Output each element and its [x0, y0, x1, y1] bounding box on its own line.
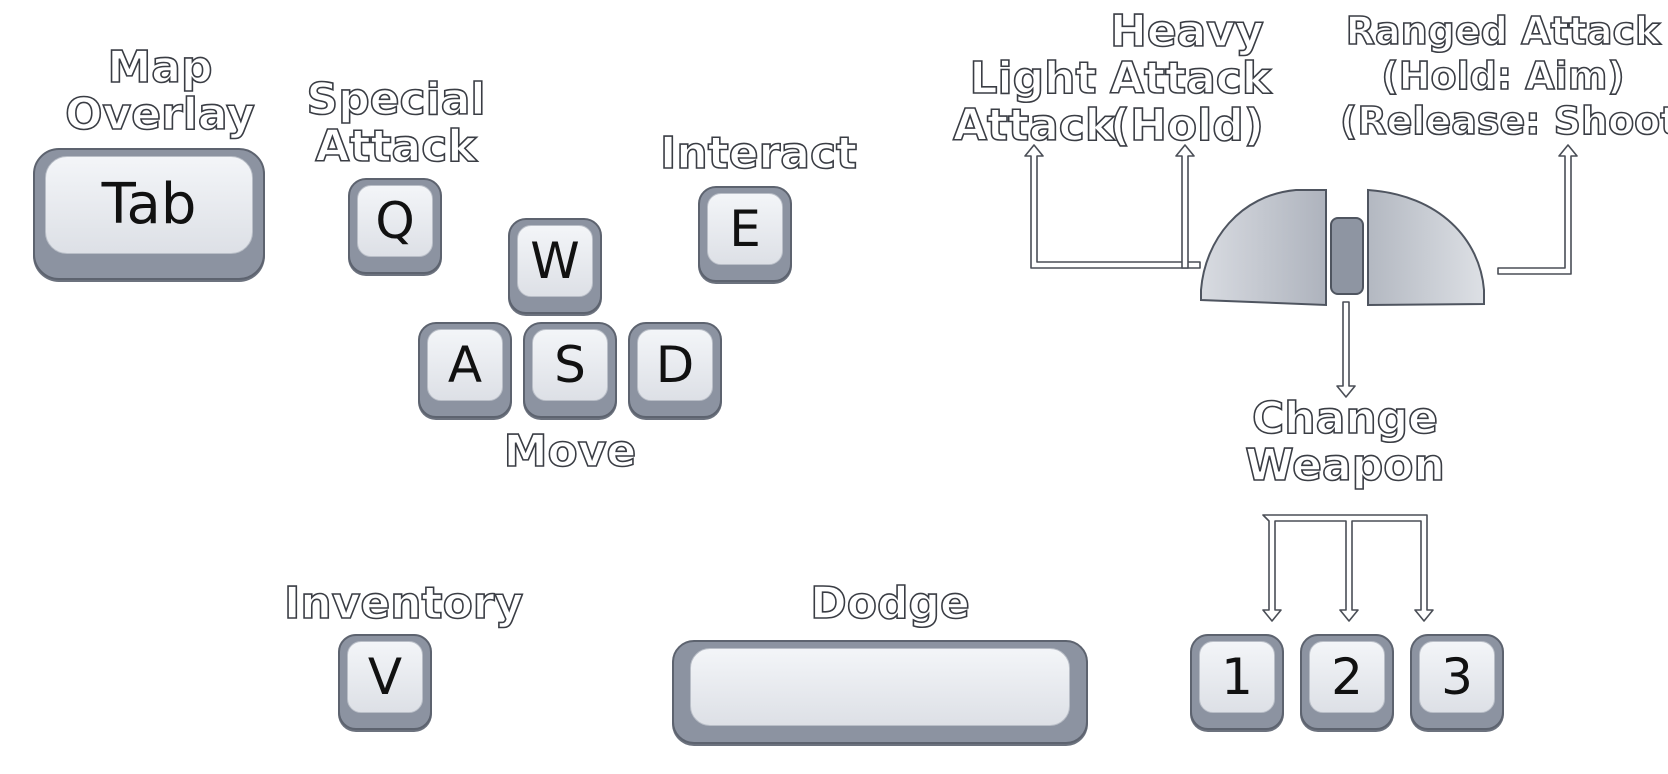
e-key-label: E: [729, 200, 761, 258]
change-weapon-label-line2: Weapon: [1244, 440, 1445, 491]
map-overlay-label: Map Overlay: [60, 42, 260, 140]
arrow-icon: [1024, 144, 1201, 269]
change-weapon-label: Change Weapon: [1244, 393, 1445, 491]
v-key: V: [338, 634, 432, 730]
ranged-attack-label-line1: Ranged Attack: [1345, 8, 1661, 54]
light-attack-label-line1: Light: [969, 53, 1098, 104]
light-attack-label: Light Attack: [952, 53, 1115, 151]
move-label: Move: [495, 426, 645, 477]
w-key-label: W: [530, 232, 580, 290]
inventory-label-text: Inventory: [283, 578, 524, 629]
interact-label-text: Interact: [659, 128, 858, 179]
w-key: W: [508, 218, 602, 314]
arrow-icon: [1175, 144, 1195, 269]
ranged-attack-label: Ranged Attack (Hold: Aim) (Release: Shoo…: [1339, 8, 1668, 144]
arrow-icon: [1336, 301, 1356, 398]
special-attack-label-line2: Attack: [315, 121, 478, 172]
d-key-label: D: [655, 336, 695, 394]
d-key: D: [628, 322, 722, 418]
two-key: 2: [1300, 634, 1394, 730]
interact-label: Interact: [659, 128, 858, 179]
map-overlay-label-line1: Map: [107, 42, 214, 93]
dodge-label: Dodge: [800, 578, 980, 629]
tab-key: Tab: [33, 148, 265, 280]
inventory-label: Inventory: [283, 578, 524, 629]
ranged-attack-label-line2: (Hold: Aim): [1381, 53, 1626, 99]
arrow-icon: [1497, 144, 1578, 275]
mouse-icon: [1200, 188, 1485, 307]
one-key-label: 1: [1221, 648, 1253, 706]
arrow-icon: [1262, 514, 1434, 622]
one-key: 1: [1190, 634, 1284, 730]
q-key: Q: [348, 178, 442, 274]
move-label-text: Move: [503, 426, 637, 477]
tab-key-label: Tab: [101, 171, 197, 237]
two-key-label: 2: [1331, 648, 1363, 706]
ranged-attack-label-line3: (Release: Shoot): [1339, 98, 1668, 144]
three-key: 3: [1410, 634, 1504, 730]
spacebar-key: [672, 640, 1088, 744]
spacebar-key-label: [674, 642, 1086, 732]
heavy-attack-label-line2: Attack: [1109, 53, 1272, 104]
map-overlay-label-line2: Overlay: [64, 89, 255, 140]
change-weapon-label-line1: Change: [1251, 393, 1439, 444]
a-key: A: [418, 322, 512, 418]
v-key-label: V: [367, 648, 403, 706]
s-key: S: [523, 322, 617, 418]
dodge-label-text: Dodge: [809, 578, 970, 629]
light-attack-label-line2: Attack: [952, 100, 1115, 151]
a-key-label: A: [447, 336, 483, 394]
heavy-attack-label: Heavy Attack (Hold): [1109, 6, 1272, 151]
heavy-attack-label-line3: (Hold): [1109, 100, 1264, 151]
s-key-label: S: [554, 336, 586, 394]
three-key-label: 3: [1441, 648, 1473, 706]
q-key-label: Q: [375, 192, 415, 250]
heavy-attack-label-line1: Heavy: [1109, 6, 1264, 57]
e-key: E: [698, 186, 792, 282]
special-attack-label-line1: Special: [306, 74, 487, 125]
special-attack-label: Special Attack: [296, 74, 496, 172]
